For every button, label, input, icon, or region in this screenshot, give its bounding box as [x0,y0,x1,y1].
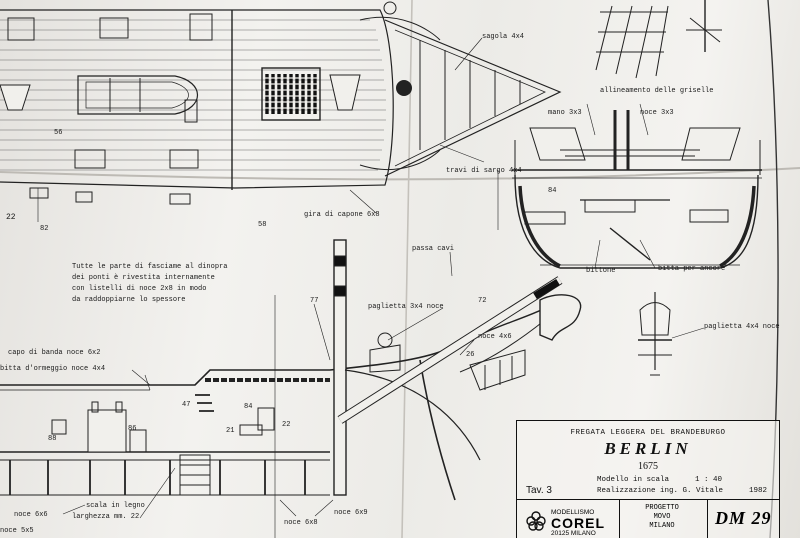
label-dim-56: 56 [54,129,63,137]
label-dim-84: 84 [548,187,557,195]
label-noce-4x6: noce 4x6 [478,333,512,341]
label-num-47: 47 [182,401,191,409]
stanchion-detail [638,292,672,376]
label-num-72: 72 [478,297,487,305]
label-noce-6x6: noce 6x6 [14,511,48,519]
scale-label: Modello in scala [597,476,670,484]
sheet-number: Tav. 3 [526,485,552,496]
label-allineamento: allineamento delle griselle [600,87,714,95]
design-line-1: PROGETTO [645,504,679,512]
deck-plan [0,1,562,205]
paper-fold-vertical [401,0,413,538]
brand-top: MODELLISMO [551,509,595,516]
label-noce-3x3: noce 3x3 [640,109,674,117]
stern-view [497,110,762,269]
scale-value: 1 : 40 [695,476,723,484]
ship-subtitle: FREGATA LEGGERA DEL BRANDEBURGO [570,429,726,437]
label-paglietta-4x4: paglietta 4x4 noce [704,323,780,331]
label-paglietta: paglietta 3x4 noce [368,303,444,311]
paper-fold-horizontal [0,167,800,181]
design-credit: PROGETTO MOVO MILANO [623,504,701,531]
label-bitta-ormeggio: bitta d'ormeggio noce 4x4 [0,365,106,373]
author: Realizzazione ing. G. Vitale [597,487,724,495]
corel-logo: MODELLISMO COREL 20125 MILANO [523,504,615,538]
note-line-1: Tutte le parte di fasciame al dinopra [72,263,228,271]
title-block: FREGATA LEGGERA DEL BRANDEBURGO BERLIN 1… [516,420,780,538]
note-line-4: da raddoppiarne lo spessore [72,296,186,304]
plan-code: DM 29 [715,508,772,528]
divider [619,500,620,538]
shroud-detail [595,0,722,79]
label-capo-banda: capo di banda noce 6x2 [8,349,101,357]
label-noce-5x5: noce 5x5 [0,527,34,535]
label-num-84b: 84 [244,403,253,411]
ship-name: BERLIN [604,439,692,458]
flower-logo-icon [526,511,546,531]
label-larghezza: larghezza mm. 22 [72,513,140,521]
label-dim-82: 82 [40,225,49,233]
label-num-86: 86 [128,425,137,433]
label-sagola: sagola 4x4 [482,33,525,41]
label-scala-legno: scala in legno [86,502,145,510]
label-num-88: 88 [48,435,57,443]
note-line-3: con listelli di noce 2x8 in modo [72,285,207,293]
label-num-22: 22 [6,213,16,222]
ship-year: 1675 [638,461,658,472]
construction-note: Tutte le parte di fasciame al dinopra de… [72,262,227,306]
label-passacavi: passa cavi [412,245,455,253]
label-noce-6x8: noce 6x8 [284,519,318,527]
label-num-22b: 22 [282,421,291,429]
label-travi-sargo: travi di sargo 4x4 [446,167,522,175]
label-num-26: 26 [466,351,475,359]
label-giro-capone: gira di capone 6x8 [304,211,380,219]
brand-city: 20125 MILANO [551,530,596,537]
label-noce-6x9: noce 6x9 [334,509,368,517]
divider [707,500,708,538]
label-num-21: 21 [226,427,235,435]
punch-hole [396,80,412,96]
label-num-77: 77 [310,297,319,305]
note-line-2: dei ponti è rivestita internamente [72,274,215,282]
title-block-footer: MODELLISMO COREL 20125 MILANO PROGETTO M… [517,499,779,538]
design-line-3: MILANO [649,522,675,530]
design-line-2: MOVO [653,513,671,521]
drawing-date: 1982 [749,487,768,495]
side-elevation [0,239,582,538]
label-bitta-ancore: bitta per ancore [658,265,726,273]
label-bittone: bittone [586,267,616,275]
brand-name: COREL [551,515,605,531]
label-mano: mano 3x3 [548,109,582,117]
label-dim-58: 58 [258,221,267,229]
leader-lines [37,37,705,519]
